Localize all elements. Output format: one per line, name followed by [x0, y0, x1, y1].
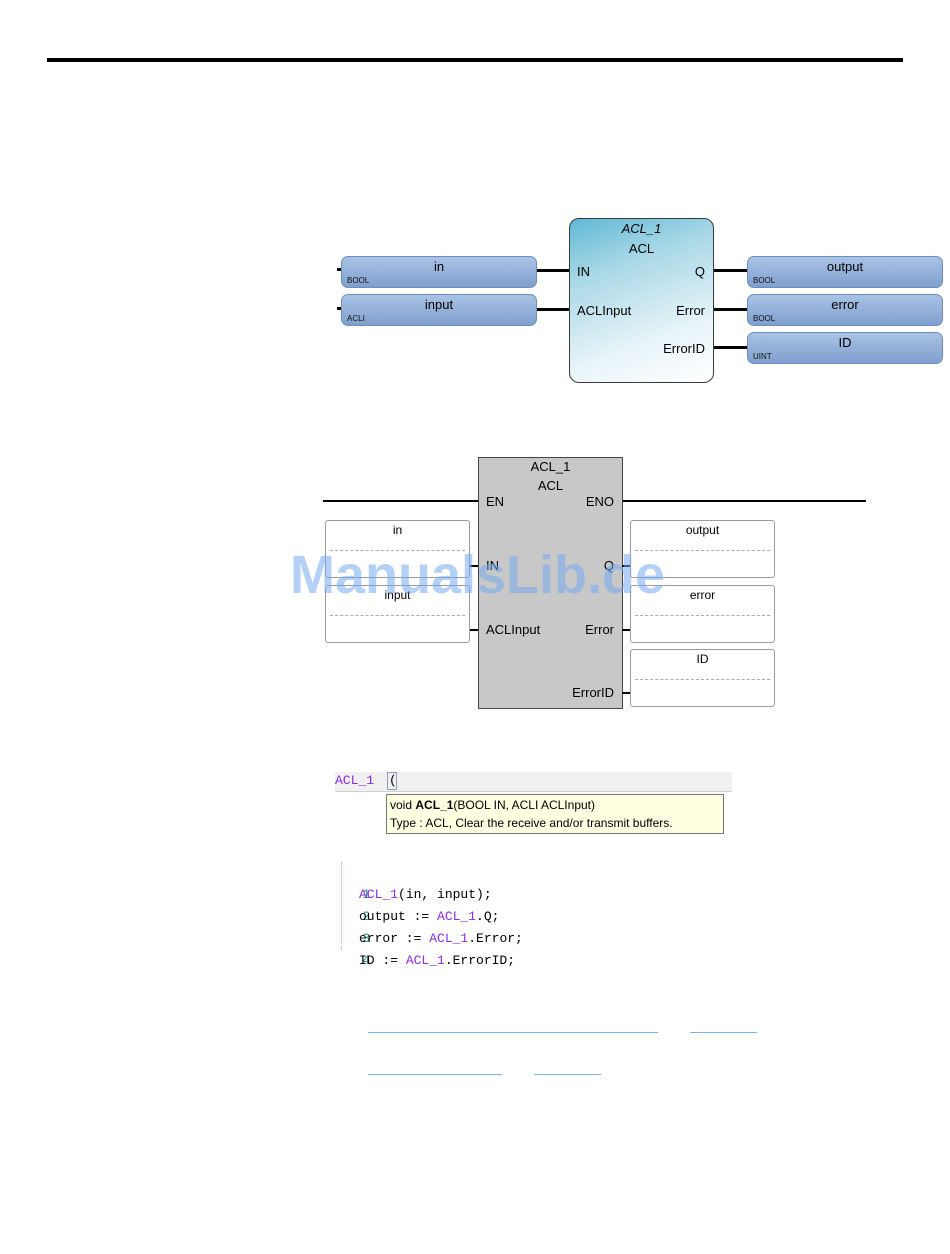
fbd-var-error[interactable]: error BOOL	[747, 294, 943, 326]
ld-wire-in	[470, 565, 479, 567]
tooltip-description: Type : ACL, Clear the receive and/or tra…	[390, 816, 673, 830]
var-name: output	[826, 259, 864, 274]
pin-en: EN	[486, 494, 505, 509]
text-cursor	[387, 772, 397, 790]
wire-error	[714, 308, 748, 311]
var-name: output	[685, 523, 720, 537]
var-name: error	[689, 588, 716, 602]
dash-divider	[330, 615, 465, 616]
wire-left-stub	[337, 268, 342, 271]
typed-identifier: ACL_1	[335, 773, 375, 788]
var-type: BOOL	[753, 276, 776, 285]
line-number: 2	[362, 909, 371, 924]
wire-errorid	[714, 346, 748, 349]
instance-name: ACL_1	[530, 459, 571, 474]
pin-q: Q	[603, 558, 614, 573]
hyperlink[interactable]	[368, 1074, 502, 1075]
wire-aclinput	[536, 308, 570, 311]
wire-left-stub	[337, 307, 342, 310]
ld-wire-errorid	[622, 692, 631, 694]
ld-power-rail-right	[622, 500, 866, 502]
pin-errorid: ErrorID	[663, 341, 705, 356]
sig-params: (BOOL IN, ACLI ACLInput)	[453, 798, 595, 812]
ld-var-in[interactable]: in	[325, 520, 470, 578]
hyperlink[interactable]	[690, 1032, 757, 1033]
type-name: ACL	[537, 478, 564, 493]
watermark: ManualsLib.de	[290, 545, 666, 605]
pin-aclinput: ACLInput	[486, 622, 541, 637]
var-name: input	[424, 297, 454, 312]
code-text: .Q;	[476, 909, 500, 924]
pin-error: Error	[676, 303, 705, 318]
var-type: UINT	[753, 352, 772, 361]
code-keyword: ACL_1	[437, 909, 477, 924]
pin-errorid: ErrorID	[572, 685, 614, 700]
wire-q	[714, 269, 748, 272]
instance-name: ACL_1	[621, 221, 662, 236]
fbd-var-in[interactable]: in BOOL	[341, 256, 537, 288]
wire-in	[536, 269, 570, 272]
dash-divider	[635, 615, 770, 616]
ld-function-block[interactable]: ACL_1 ACL EN ENO IN ACLInput Q Error Err…	[478, 457, 623, 709]
pin-in: IN	[486, 558, 499, 573]
ld-wire-aclinput	[470, 629, 479, 631]
fbd-var-id[interactable]: ID UINT	[747, 332, 943, 364]
dash-divider	[635, 679, 770, 680]
code-gutter	[341, 862, 342, 950]
fbd-var-output[interactable]: output BOOL	[747, 256, 943, 288]
pin-error: Error	[585, 622, 614, 637]
ld-var-id[interactable]: ID	[630, 649, 775, 707]
top-rule	[47, 58, 903, 62]
tooltip-signature: void ACL_1(BOOL IN, ACLI ACLInput)	[390, 796, 720, 814]
var-name: ID	[696, 652, 709, 666]
var-name: error	[831, 297, 859, 312]
code-keyword: ACL_1	[359, 887, 399, 902]
var-type: BOOL	[347, 276, 370, 285]
code-text: ID :=	[359, 953, 406, 968]
code-text: (in, input);	[398, 887, 492, 902]
code-text: .Error;	[468, 931, 523, 946]
line-number: 3	[362, 931, 371, 946]
ld-wire-q	[622, 565, 631, 567]
pin-eno: ENO	[585, 494, 614, 509]
ld-var-input[interactable]: input	[325, 585, 470, 643]
var-type: ACLI	[347, 314, 365, 323]
line-number: 4	[362, 953, 371, 968]
code-keyword: ACL_1	[405, 953, 445, 968]
var-name: ID	[838, 335, 852, 350]
ld-power-rail-left	[323, 500, 479, 502]
pin-aclinput: ACLInput	[577, 303, 632, 318]
var-name: in	[392, 523, 403, 537]
sig-name: ACL_1	[415, 798, 454, 812]
var-name: input	[384, 588, 411, 602]
code-text: error :=	[359, 931, 430, 946]
hyperlink[interactable]	[368, 1032, 658, 1033]
dash-divider	[330, 550, 465, 551]
pin-in: IN	[577, 264, 590, 279]
fbd-var-input[interactable]: input ACLI	[341, 294, 537, 326]
signature-tooltip: void ACL_1(BOOL IN, ACLI ACLInput) Type …	[386, 794, 724, 834]
st-editor-line[interactable]: ACL_1 (	[335, 772, 732, 792]
var-name: in	[433, 259, 445, 274]
var-type: BOOL	[753, 314, 776, 323]
code-text: .ErrorID;	[444, 953, 516, 968]
ld-var-output[interactable]: output	[630, 520, 775, 578]
ld-wire-error	[622, 629, 631, 631]
open-paren: (	[389, 773, 397, 788]
pin-q: Q	[694, 264, 705, 279]
dash-divider	[635, 550, 770, 551]
line-number: 1	[362, 887, 371, 902]
hyperlink[interactable]	[534, 1074, 601, 1075]
code-keyword: ACL_1	[429, 931, 469, 946]
type-name: ACL	[628, 241, 655, 256]
ld-var-error[interactable]: error	[630, 585, 775, 643]
code-text: output :=	[359, 909, 438, 924]
fbd-function-block[interactable]: ACL_1 ACL IN ACLInput Q Error ErrorID	[569, 218, 714, 383]
sig-prefix: void	[390, 798, 416, 812]
